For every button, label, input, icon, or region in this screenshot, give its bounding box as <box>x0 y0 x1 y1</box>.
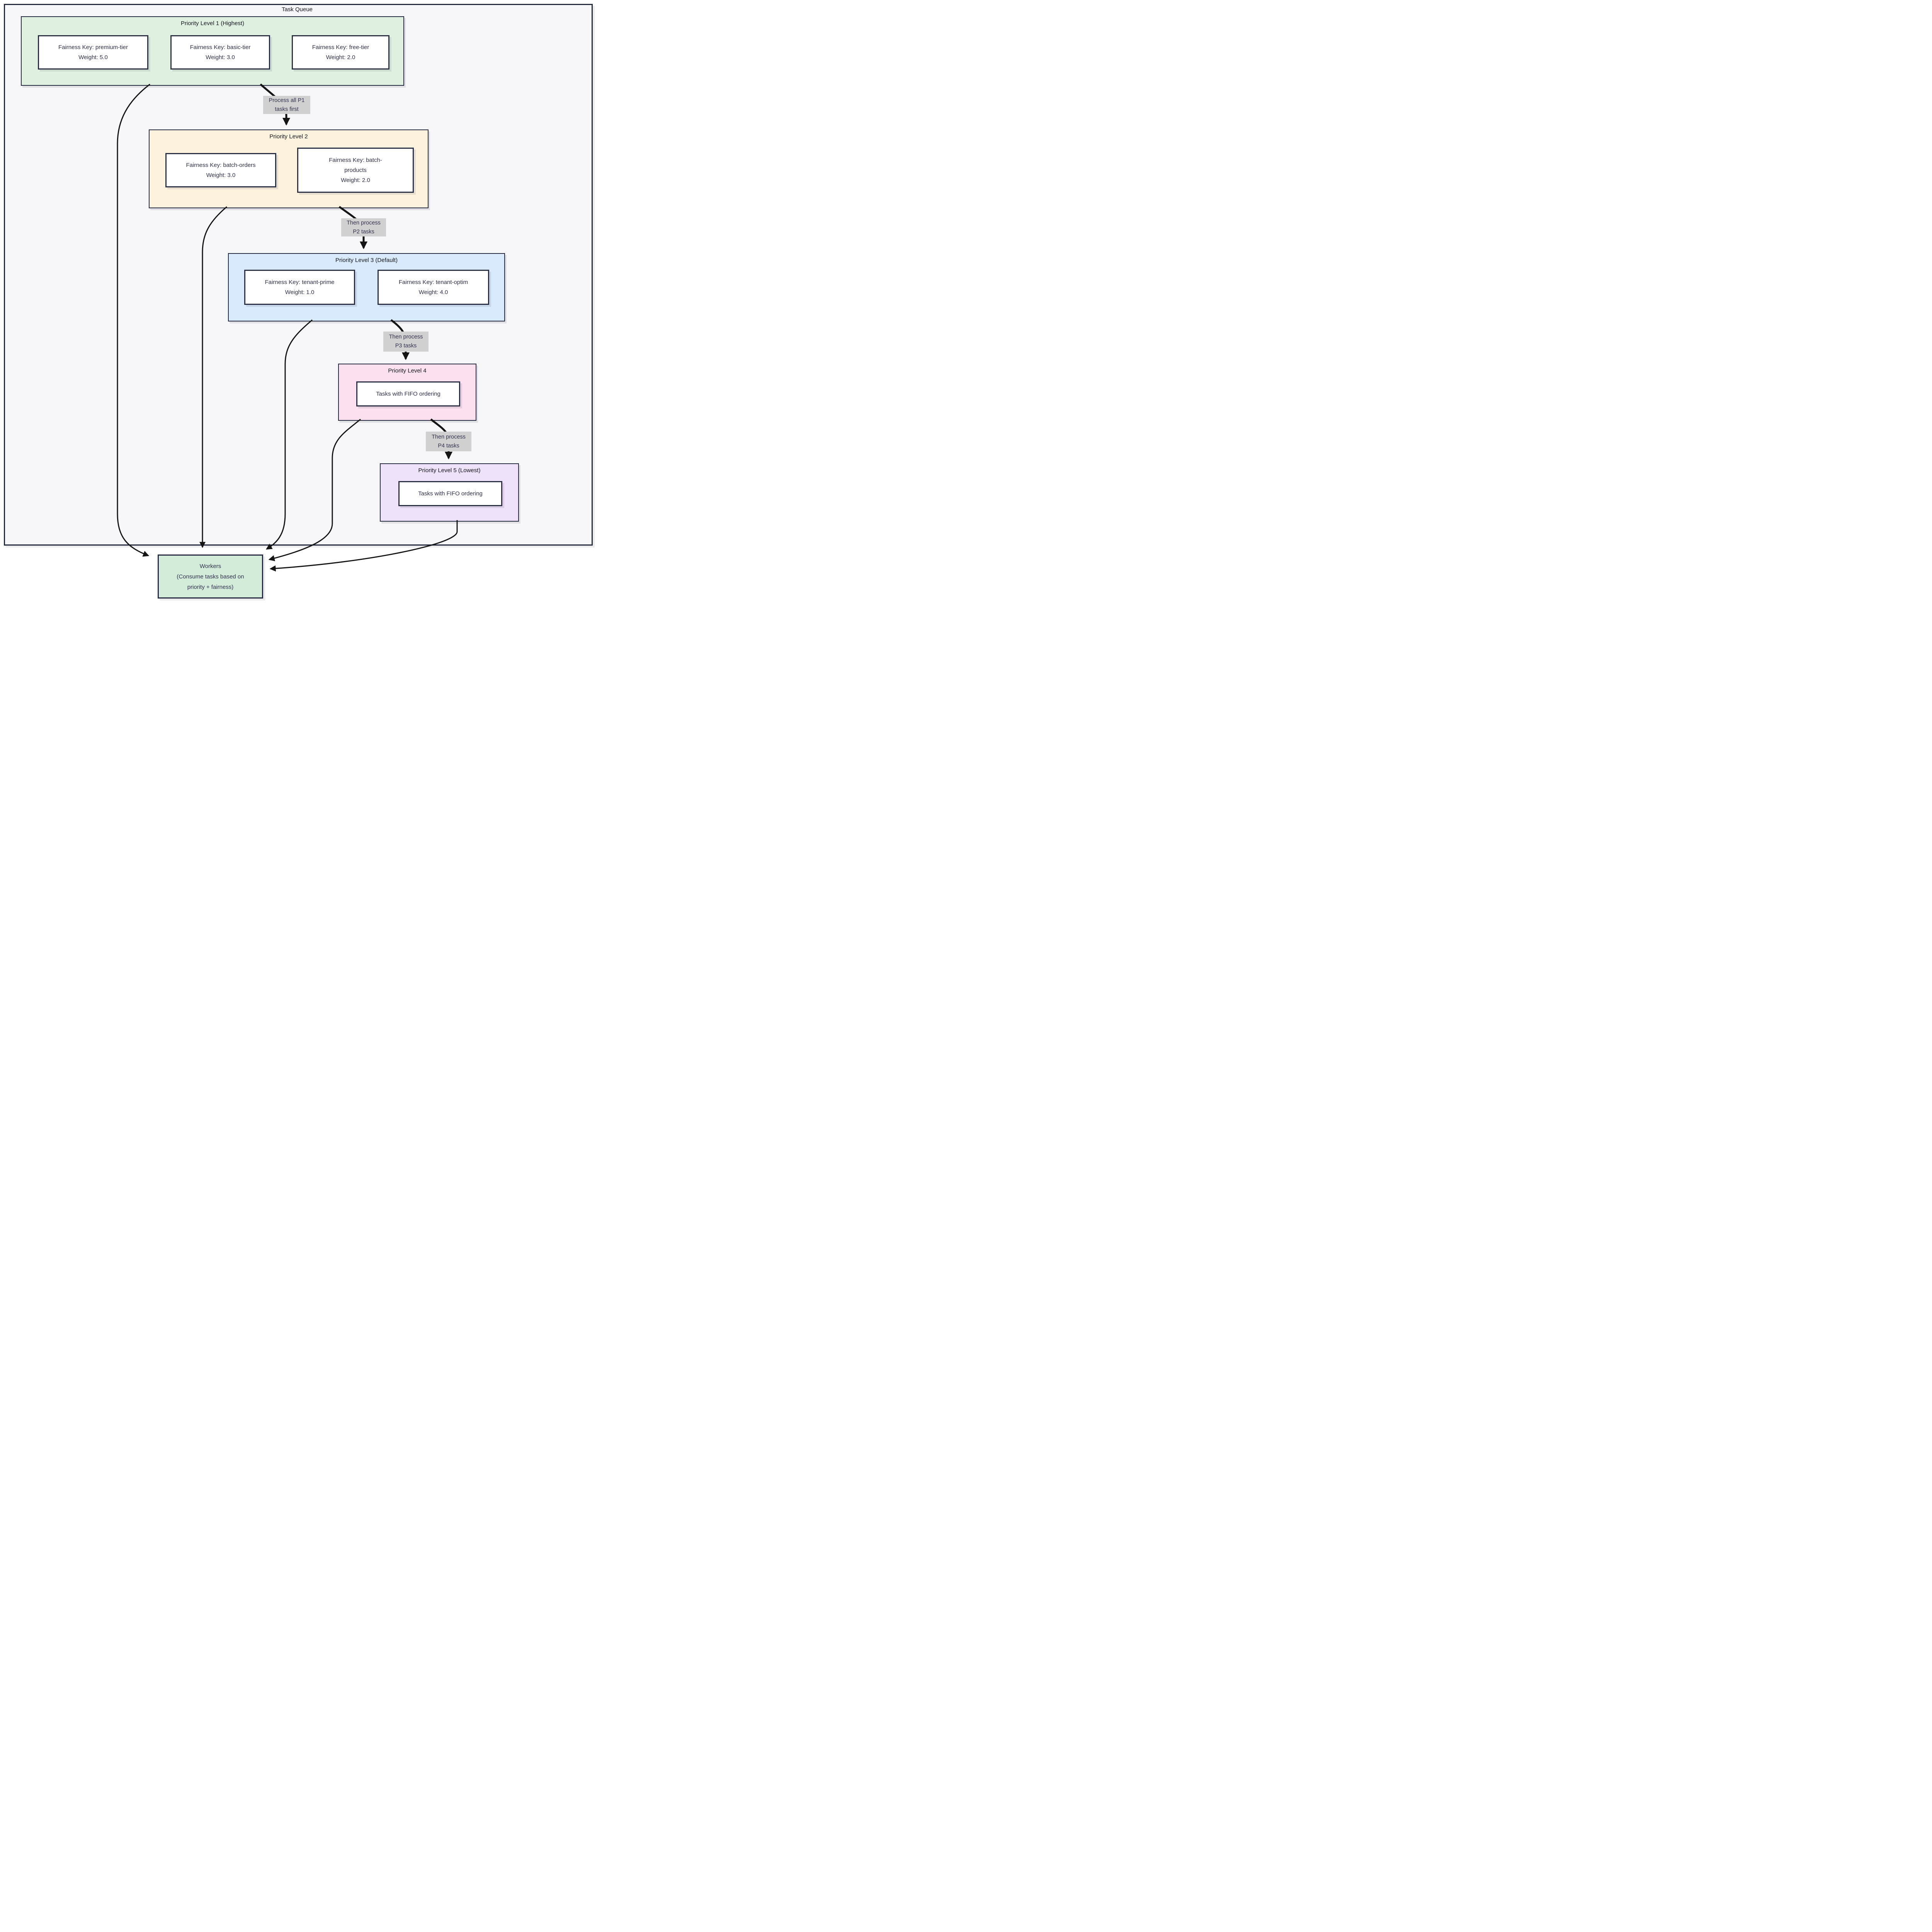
node-batch-orders: Fairness Key: batch-orders Weight: 3.0 <box>165 153 276 187</box>
node-batch-products: Fairness Key: batch-products Weight: 2.0 <box>297 148 414 193</box>
node-free-tier: Fairness Key: free-tier Weight: 2.0 <box>292 35 389 70</box>
edge-label-p4-p5: Then process P4 tasks <box>426 432 471 451</box>
weight-text: Weight: 2.0 <box>326 54 355 61</box>
fairness-key-text: Fairness Key: tenant-prime <box>265 279 335 286</box>
subgraph-title: Priority Level 5 (Lowest) <box>418 467 481 474</box>
diagram-canvas: Task Queue Priority Level 1 (Highest) Fa… <box>0 0 596 601</box>
edge-label-line: P3 tasks <box>395 343 417 349</box>
subgraph-priority-level-1: Priority Level 1 (Highest) Fairness Key:… <box>21 16 404 86</box>
node-p4-fifo: Tasks with FIFO ordering <box>356 381 460 406</box>
workers-subtext: (Consume tasks based on <box>177 573 244 580</box>
subgraph-priority-level-2: Priority Level 2 Fairness Key: batch-ord… <box>149 129 429 208</box>
fairness-key-text: Fairness Key: tenant-optim <box>398 279 468 286</box>
weight-text: Weight: 3.0 <box>206 172 236 179</box>
subgraph-title: Priority Level 4 <box>388 367 427 374</box>
weight-text: Weight: 5.0 <box>78 54 108 61</box>
node-basic-tier: Fairness Key: basic-tier Weight: 3.0 <box>170 35 270 70</box>
fifo-text: Tasks with FIFO ordering <box>418 490 483 497</box>
node-workers: Workers (Consume tasks based on priority… <box>158 554 263 599</box>
node-tenant-prime: Fairness Key: tenant-prime Weight: 1.0 <box>244 270 355 305</box>
workers-subtext: priority + fairness) <box>187 583 234 590</box>
edge-label-line: Then process <box>432 434 466 440</box>
fairness-key-text: Fairness Key: premium-tier <box>58 44 128 51</box>
edge-label-p3-p4: Then process P3 tasks <box>383 332 429 352</box>
subgraph-priority-level-5: Priority Level 5 (Lowest) Tasks with FIF… <box>380 463 519 522</box>
node-tenant-optim: Fairness Key: tenant-optim Weight: 4.0 <box>378 270 489 305</box>
subgraph-priority-level-4: Priority Level 4 Tasks with FIFO orderin… <box>338 364 476 421</box>
fairness-key-text: Fairness Key: batch-orders <box>186 162 256 168</box>
fairness-key-text: Fairness Key: free-tier <box>312 44 369 51</box>
fairness-key-text: Fairness Key: batch-products <box>329 156 382 173</box>
edge-label-p2-p3: Then process P2 tasks <box>341 218 386 236</box>
edge-label-line: P2 tasks <box>353 228 374 235</box>
weight-text: Weight: 1.0 <box>285 289 315 296</box>
node-p5-fifo: Tasks with FIFO ordering <box>398 481 502 506</box>
weight-text: Weight: 3.0 <box>206 54 235 61</box>
subgraph-title: Priority Level 3 (Default) <box>335 257 398 264</box>
workers-title: Workers <box>199 563 221 570</box>
fifo-text: Tasks with FIFO ordering <box>376 390 440 397</box>
edge-label-line: Then process <box>347 219 381 226</box>
edge-label-line: tasks first <box>275 106 299 112</box>
node-premium-tier: Fairness Key: premium-tier Weight: 5.0 <box>38 35 148 70</box>
weight-text: Weight: 4.0 <box>418 289 448 296</box>
subgraph-title: Priority Level 2 <box>269 133 308 140</box>
edge-label-p1-p2: Process all P1 tasks first <box>263 96 310 114</box>
edge-label-line: Process all P1 <box>269 97 305 104</box>
edge-label-line: P4 tasks <box>438 442 459 449</box>
subgraph-title: Priority Level 1 (Highest) <box>180 20 245 27</box>
fairness-key-text: Fairness Key: basic-tier <box>190 44 251 51</box>
edge-label-line: Then process <box>389 334 423 340</box>
subgraph-priority-level-3: Priority Level 3 (Default) Fairness Key:… <box>228 253 505 321</box>
weight-text: Weight: 2.0 <box>341 177 370 184</box>
diagram-title: Task Queue <box>281 6 313 13</box>
